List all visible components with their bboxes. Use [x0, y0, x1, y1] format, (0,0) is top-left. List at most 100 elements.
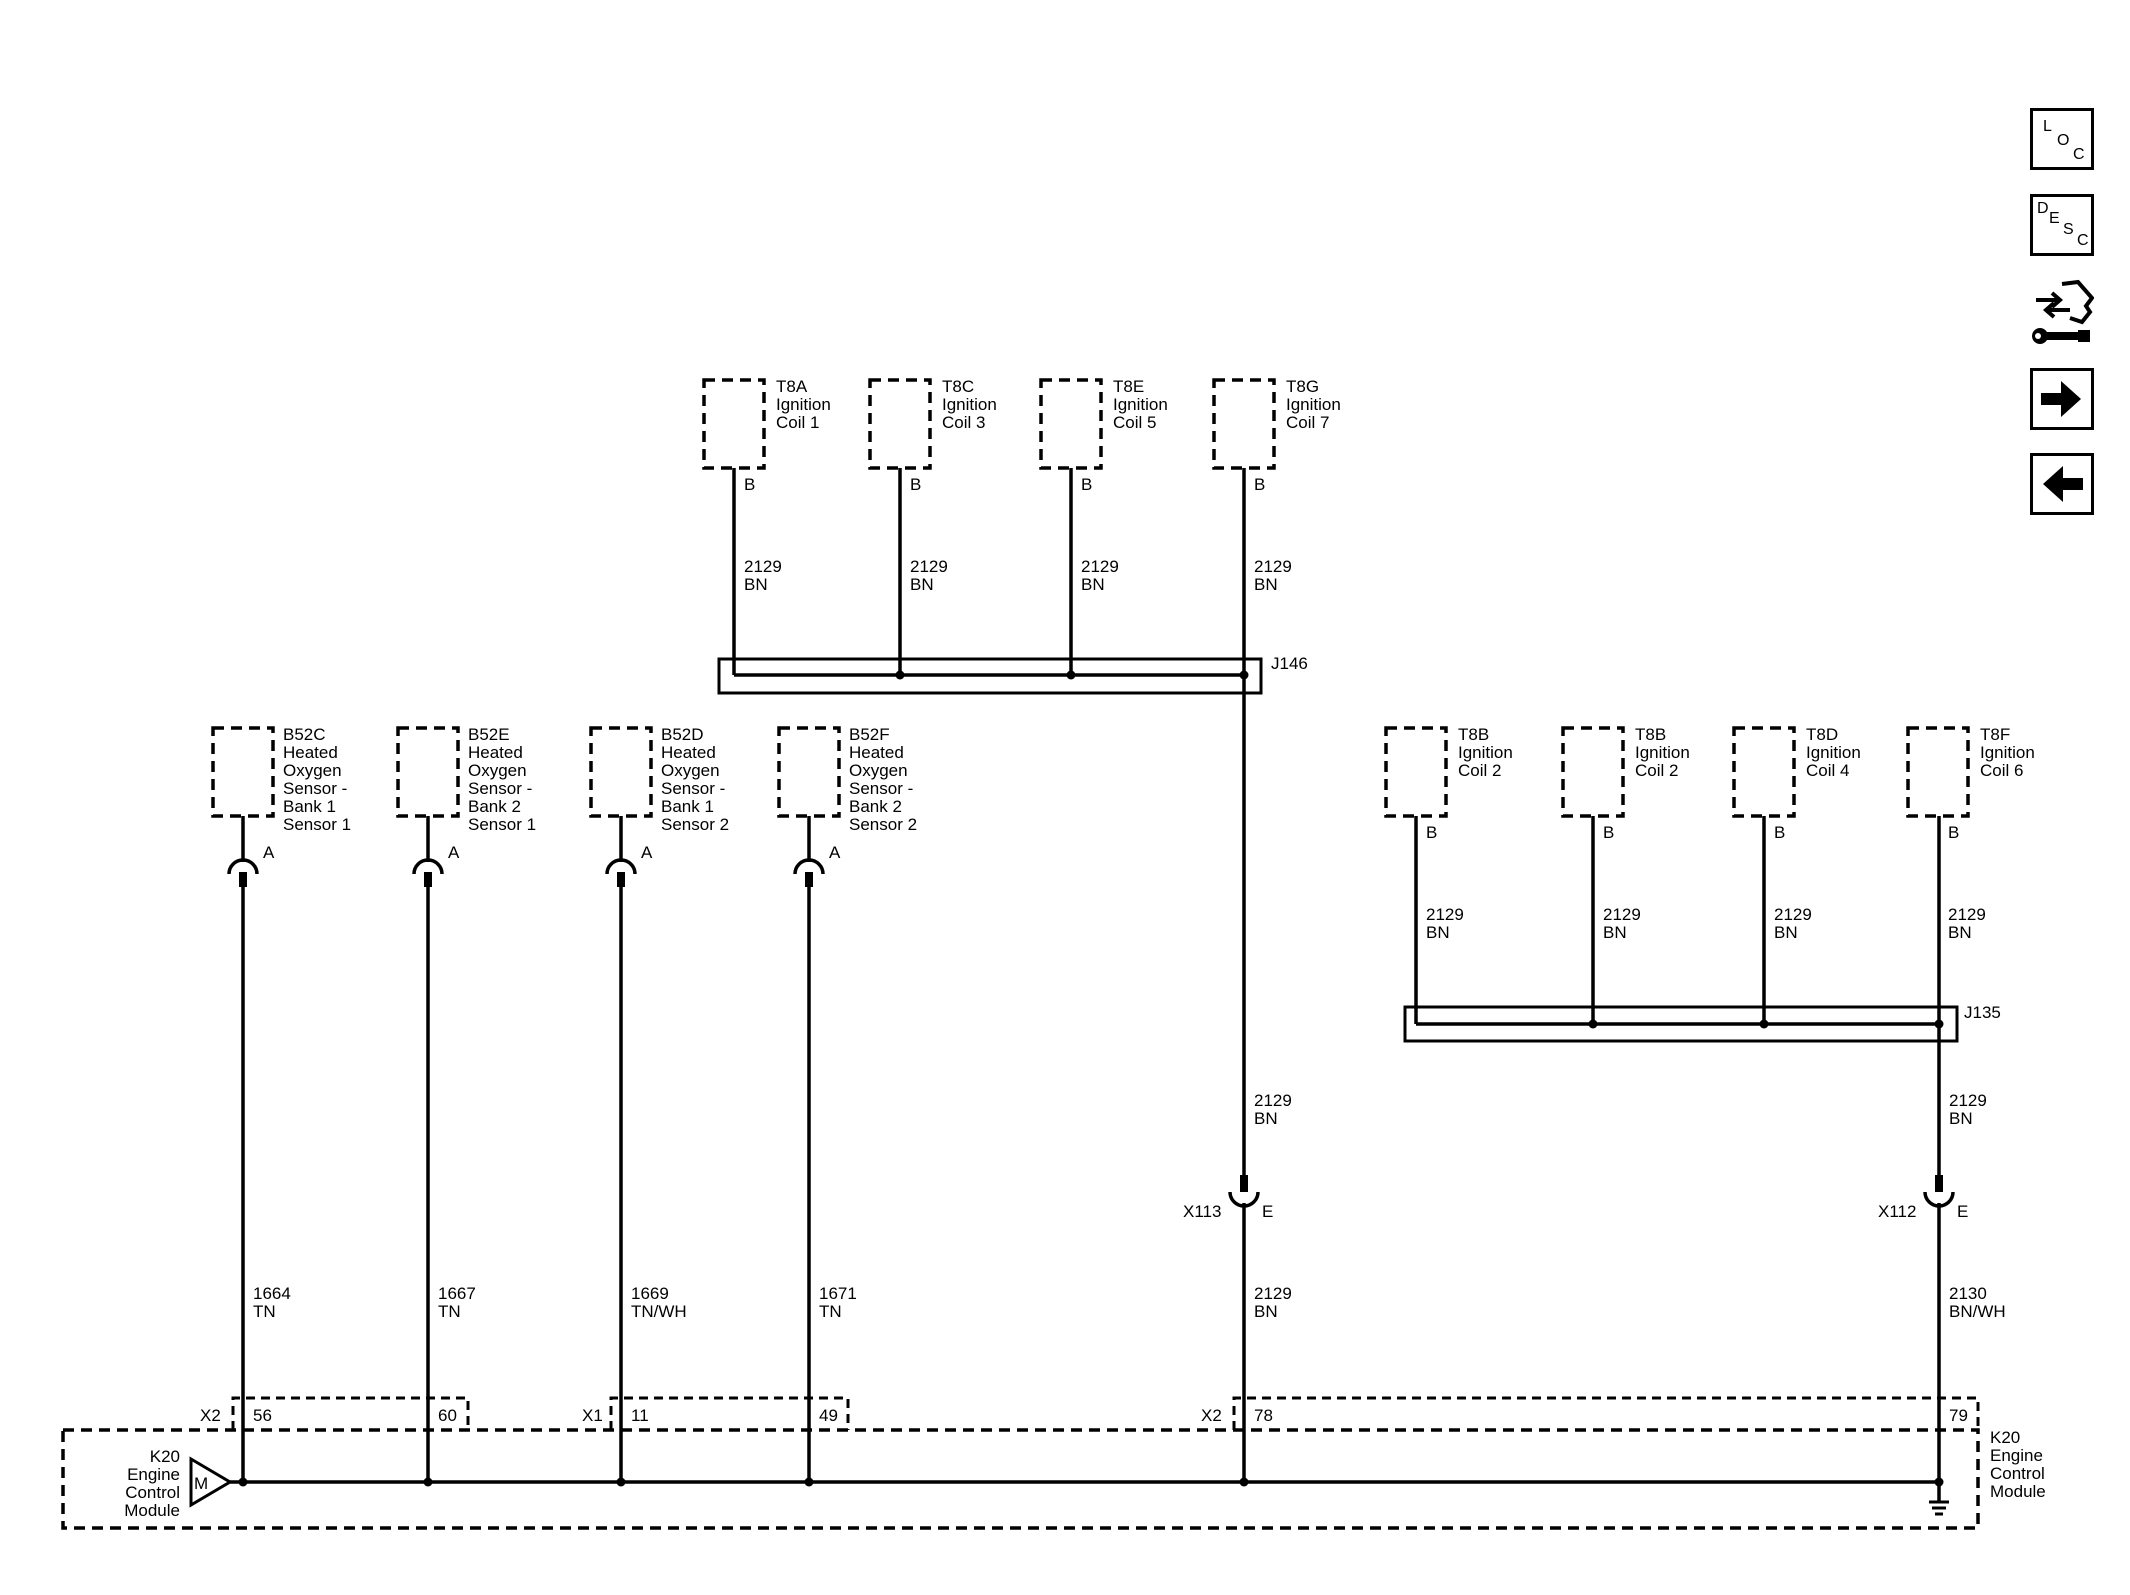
svg-text:Bank 1: Bank 1: [661, 797, 714, 816]
arrow-left-icon: [2043, 466, 2083, 502]
svg-text:B52F: B52F: [849, 725, 890, 744]
svg-text:2129: 2129: [1254, 557, 1292, 576]
svg-text:T8B: T8B: [1458, 725, 1489, 744]
desc-letter-d: D: [2037, 200, 2049, 217]
svg-text:78: 78: [1254, 1406, 1273, 1425]
inline-connector-x113: 2129 BN X113 E 2129 BN: [1183, 1091, 1292, 1321]
svg-text:Sensor -: Sensor -: [849, 779, 913, 798]
loc-button[interactable]: L O C: [2030, 108, 2094, 170]
connector-repair-button[interactable]: [2030, 276, 2095, 350]
svg-text:TN: TN: [253, 1302, 276, 1321]
desc-button[interactable]: D E S C: [2030, 194, 2094, 256]
svg-text:Sensor -: Sensor -: [468, 779, 532, 798]
svg-text:B: B: [1603, 823, 1614, 842]
sensor-b52c: B52C Heated Oxygen Sensor - Bank 1 Senso…: [211, 725, 351, 1482]
svg-text:T8A: T8A: [776, 377, 808, 396]
svg-text:Sensor 1: Sensor 1: [283, 815, 351, 834]
svg-text:Coil 5: Coil 5: [1113, 413, 1156, 432]
svg-text:2129: 2129: [910, 557, 948, 576]
coil-t8f: T8F Ignition Coil 6 B 2129 BN: [1906, 725, 2035, 942]
svg-text:Heated: Heated: [468, 743, 523, 762]
svg-text:Sensor -: Sensor -: [283, 779, 347, 798]
ecm-connector-x1: X1 11 49: [582, 1396, 850, 1430]
svg-text:Control: Control: [1990, 1464, 2045, 1483]
ecm-connector-x2-right: X2 78 79: [1201, 1396, 1980, 1430]
sensor-b52d: B52D Heated Oxygen Sensor - Bank 1 Senso…: [589, 725, 729, 1482]
svg-text:BN: BN: [1426, 923, 1450, 942]
svg-text:2129: 2129: [1948, 905, 1986, 924]
svg-text:Coil 2: Coil 2: [1635, 761, 1678, 780]
svg-text:X113: X113: [1183, 1202, 1221, 1221]
loc-letter-c: C: [2073, 146, 2085, 163]
next-page-button[interactable]: [2030, 368, 2094, 430]
svg-text:X2: X2: [200, 1406, 221, 1425]
svg-text:BN/WH: BN/WH: [1949, 1302, 2006, 1321]
svg-text:BN: BN: [744, 575, 768, 594]
svg-text:T8D: T8D: [1806, 725, 1838, 744]
svg-text:2129: 2129: [1254, 1091, 1292, 1110]
svg-text:A: A: [263, 843, 275, 862]
desc-letter-c: C: [2077, 232, 2089, 249]
svg-text:B: B: [1948, 823, 1959, 842]
svg-text:Coil 3: Coil 3: [942, 413, 985, 432]
svg-text:A: A: [829, 843, 841, 862]
svg-text:Oxygen: Oxygen: [283, 761, 342, 780]
coil-t8d: T8D Ignition Coil 4 B 2129 BN: [1732, 725, 1861, 1024]
svg-text:1667: 1667: [438, 1284, 476, 1303]
svg-text:Bank 1: Bank 1: [283, 797, 336, 816]
svg-text:Ignition: Ignition: [1458, 743, 1513, 762]
svg-text:TN: TN: [819, 1302, 842, 1321]
previous-page-button[interactable]: [2030, 453, 2094, 515]
svg-text:J146: J146: [1271, 654, 1308, 673]
arrow-right-icon: [2041, 381, 2081, 417]
svg-text:Ignition: Ignition: [1635, 743, 1690, 762]
svg-text:2129: 2129: [744, 557, 782, 576]
svg-text:E: E: [1262, 1202, 1273, 1221]
svg-text:X2: X2: [1201, 1406, 1222, 1425]
svg-text:79: 79: [1949, 1406, 1968, 1425]
svg-text:Bank 2: Bank 2: [468, 797, 521, 816]
svg-text:1664: 1664: [253, 1284, 291, 1303]
svg-text:BN: BN: [1254, 575, 1278, 594]
svg-text:X1: X1: [582, 1406, 603, 1425]
svg-text:TN: TN: [438, 1302, 461, 1321]
svg-text:2129: 2129: [1254, 1284, 1292, 1303]
svg-text:X112: X112: [1878, 1202, 1916, 1221]
coil-t8e: T8E Ignition Coil 5 B 2129 BN: [1039, 377, 1168, 675]
coil-t8a: T8A Ignition Coil 1 B 2129 BN: [702, 377, 831, 675]
svg-text:Control: Control: [125, 1483, 180, 1502]
splice-j146: J146: [717, 654, 1308, 695]
svg-text:B: B: [1254, 475, 1265, 494]
svg-text:BN: BN: [1254, 1302, 1278, 1321]
svg-text:Module: Module: [124, 1501, 180, 1520]
svg-text:Sensor -: Sensor -: [661, 779, 725, 798]
svg-text:Coil 7: Coil 7: [1286, 413, 1329, 432]
svg-text:Ignition: Ignition: [1286, 395, 1341, 414]
svg-text:Coil 2: Coil 2: [1458, 761, 1501, 780]
svg-text:K20: K20: [1990, 1428, 2020, 1447]
svg-text:J135: J135: [1964, 1003, 2001, 1022]
coil-t8c: T8C Ignition Coil 3 B 2129 BN: [868, 377, 997, 675]
svg-text:49: 49: [819, 1406, 838, 1425]
svg-text:A: A: [448, 843, 460, 862]
desc-letter-s: S: [2063, 221, 2074, 238]
loc-letter-o: O: [2057, 132, 2070, 149]
svg-text:B: B: [744, 475, 755, 494]
svg-text:B52C: B52C: [283, 725, 326, 744]
svg-text:Heated: Heated: [849, 743, 904, 762]
svg-text:2129: 2129: [1426, 905, 1464, 924]
svg-text:Oxygen: Oxygen: [849, 761, 908, 780]
svg-text:2130: 2130: [1949, 1284, 1987, 1303]
svg-text:11: 11: [631, 1406, 649, 1425]
svg-text:B: B: [1774, 823, 1785, 842]
svg-text:Bank 2: Bank 2: [849, 797, 902, 816]
svg-text:Sensor 1: Sensor 1: [468, 815, 536, 834]
svg-text:2129: 2129: [1949, 1091, 1987, 1110]
loc-letter-l: L: [2043, 118, 2052, 135]
svg-text:T8B: T8B: [1635, 725, 1666, 744]
svg-text:Module: Module: [1990, 1482, 2046, 1501]
coil-t8b-a: T8B Ignition Coil 2 B 2129 BN: [1384, 725, 1513, 1024]
connector-wrench-icon: [2032, 279, 2095, 344]
svg-text:Ignition: Ignition: [1980, 743, 2035, 762]
